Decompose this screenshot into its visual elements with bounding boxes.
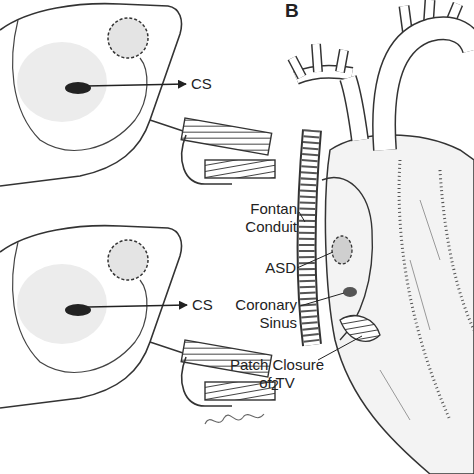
structure-label: Coronary Sinus: [227, 296, 297, 332]
pulmonary-trunk: [348, 78, 360, 140]
leader-arrow: [88, 305, 187, 307]
right-atrium: [322, 177, 372, 340]
conduit-rings: [307, 130, 312, 345]
asd-opening: [332, 236, 352, 264]
fontan-conduit: [307, 130, 312, 345]
structure-label: Patch Closure of TV: [226, 356, 328, 392]
fontan-conduit-fill: [307, 130, 312, 345]
shading-lines: [380, 200, 440, 420]
panel-letter: B: [285, 2, 309, 20]
coronary-sinus: [343, 287, 357, 297]
leader-arrow: [86, 84, 186, 86]
heart-body: [325, 135, 474, 474]
pulmonary-trunk-fill: [348, 78, 360, 140]
pulmonary-branch-fill: [292, 44, 344, 77]
atrium-sketch-top: [0, 4, 275, 186]
signature: [205, 414, 264, 424]
structure-label: CS: [192, 296, 222, 314]
leader-line: [299, 212, 305, 222]
aorta-fill: [384, 28, 474, 150]
structure-label: ASD: [250, 259, 296, 277]
pulmonary-branch: [292, 44, 344, 77]
structure-label: CS: [191, 75, 221, 93]
structure-label: Fontan Conduit: [235, 200, 297, 236]
leader-line: [297, 252, 333, 268]
atrium-sketch-bottom: [0, 226, 275, 408]
leader-line: [318, 336, 362, 360]
aorta: [384, 28, 474, 150]
leader-line: [300, 293, 344, 306]
coronary-vessels: [399, 160, 474, 420]
